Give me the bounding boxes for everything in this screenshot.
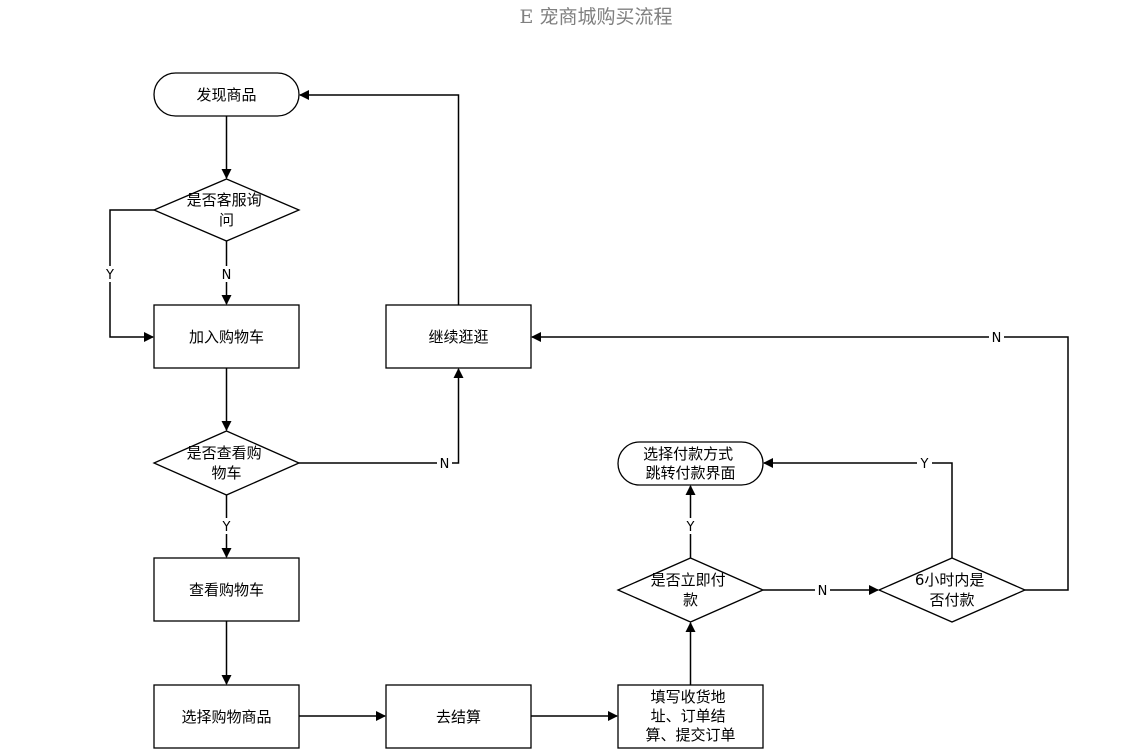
edge-label-ask-yes: Y bbox=[103, 266, 117, 283]
edge-6h-no-to-continue bbox=[531, 332, 1069, 591]
pay-within-6h-decision: 6小时内是 否付款 bbox=[877, 557, 1027, 623]
svg-text:N: N bbox=[440, 457, 450, 472]
page-title: E 宠商城购买流程 bbox=[520, 6, 673, 28]
discover-goods-terminal: 发现商品 bbox=[153, 72, 300, 117]
svg-text:N: N bbox=[818, 584, 828, 599]
pay-now-decision: 是否立即付 款 bbox=[616, 557, 765, 623]
add-to-cart-process: 加入购物车 bbox=[153, 304, 300, 369]
svg-text:Y: Y bbox=[105, 268, 114, 283]
edge-6h-yes-to-payment bbox=[763, 458, 953, 558]
view-cart-process: 查看购物车 bbox=[153, 557, 300, 622]
fill-order-process: 填写收货地 址、订单结 算、提交订单 bbox=[617, 684, 764, 749]
checkout-label: 去结算 bbox=[436, 708, 481, 726]
checkout-process: 去结算 bbox=[385, 684, 532, 749]
edge-check-no-to-continue bbox=[299, 368, 464, 464]
svg-text:Y: Y bbox=[222, 520, 231, 535]
continue-shopping-process: 继续逛逛 bbox=[385, 304, 532, 369]
edge-label-6h-no: N bbox=[989, 330, 1004, 346]
svg-text:Y: Y bbox=[920, 457, 929, 472]
choose-payment-terminal: 选择付款方式 跳转付款界面 bbox=[617, 441, 764, 486]
fill-order-label: 填写收货地 址、订单结 算、提交订单 bbox=[645, 688, 735, 744]
check-cart-label: 是否查看购 物车 bbox=[187, 444, 267, 482]
svg-text:N: N bbox=[222, 268, 232, 283]
select-goods-label: 选择购物商品 bbox=[181, 708, 271, 726]
pay-now-label: 是否立即付 款 bbox=[651, 571, 731, 609]
pay-within-6h-label: 6小时内是 否付款 bbox=[915, 571, 989, 609]
edge-label-ask-no: N bbox=[219, 266, 234, 283]
svg-text:Y: Y bbox=[686, 520, 695, 535]
edge-label-pay-now-yes: Y bbox=[683, 518, 698, 535]
ask-service-label: 是否客服询 问 bbox=[187, 191, 267, 229]
discover-goods-label: 发现商品 bbox=[196, 86, 256, 104]
continue-shopping-label: 继续逛逛 bbox=[428, 328, 488, 346]
edge-label-check-no: N bbox=[437, 456, 452, 472]
ask-service-decision: 是否客服询 问 bbox=[152, 178, 301, 242]
svg-text:N: N bbox=[992, 331, 1002, 346]
check-cart-decision: 是否查看购 物车 bbox=[152, 430, 301, 496]
add-to-cart-label: 加入购物车 bbox=[189, 328, 264, 346]
choose-payment-label: 选择付款方式 跳转付款界面 bbox=[643, 445, 738, 482]
select-goods-process: 选择购物商品 bbox=[153, 684, 300, 749]
edge-label-pay-now-no: N bbox=[815, 583, 830, 599]
view-cart-label: 查看购物车 bbox=[189, 581, 264, 599]
edge-label-6h-yes: Y bbox=[917, 456, 932, 472]
edge-label-check-yes: Y bbox=[219, 518, 234, 535]
edge-continue-to-discover bbox=[299, 90, 460, 305]
